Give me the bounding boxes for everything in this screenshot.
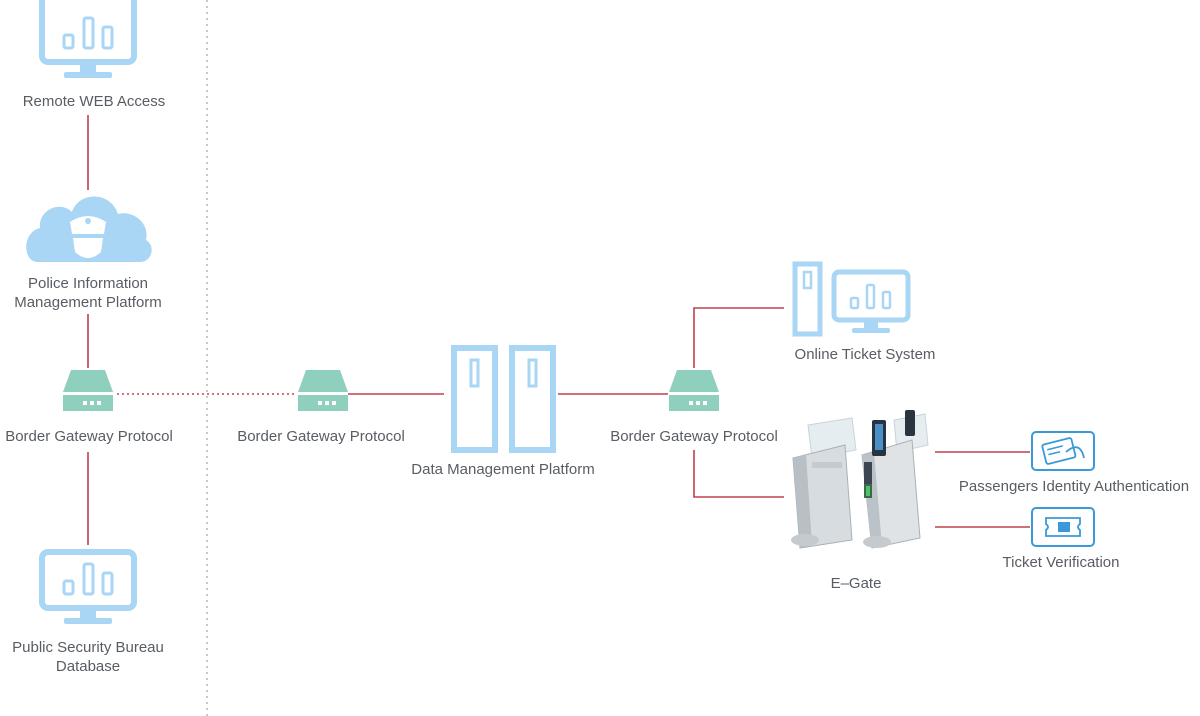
public-security-db-label-line1: Public Security Bureau	[12, 639, 164, 656]
server-rack-icon	[451, 345, 556, 453]
public-security-db-label: Public Security Bureau Database	[0, 638, 176, 676]
pc-tower-icon	[792, 261, 911, 337]
e-gate-turnstile-icon	[791, 410, 929, 549]
police-platform-label-line2: Management Platform	[14, 294, 162, 311]
police-platform-label: Police Information Management Platform	[0, 274, 176, 312]
identity-auth-label: Passengers Identity Authentication	[958, 478, 1190, 495]
police-cloud-icon	[26, 196, 152, 262]
monitor-chart-icon	[39, 0, 137, 78]
monitor-chart-icon	[39, 549, 137, 624]
gateway-server-icon	[298, 370, 348, 411]
connector-lines	[87, 115, 1030, 545]
online-ticket-label: Online Ticket System	[794, 346, 936, 363]
egate-label: E–Gate	[830, 575, 882, 592]
ticket-verification-label: Ticket Verification	[1002, 554, 1120, 571]
remote-web-access-label: Remote WEB Access	[22, 93, 166, 110]
id-card-icon	[1031, 431, 1095, 471]
gateway-server-icon	[669, 370, 719, 411]
data-management-label: Data Management Platform	[411, 461, 595, 478]
gateway-right-label: Border Gateway Protocol	[610, 428, 778, 445]
gateway-left-label: Border Gateway Protocol	[5, 428, 173, 445]
police-platform-label-line1: Police Information	[27, 275, 149, 292]
public-security-db-label-line2: Database	[55, 658, 121, 675]
gateway-server-icon	[63, 370, 113, 411]
ticket-icon	[1031, 507, 1095, 547]
gateway-middle-label: Border Gateway Protocol	[237, 428, 405, 445]
